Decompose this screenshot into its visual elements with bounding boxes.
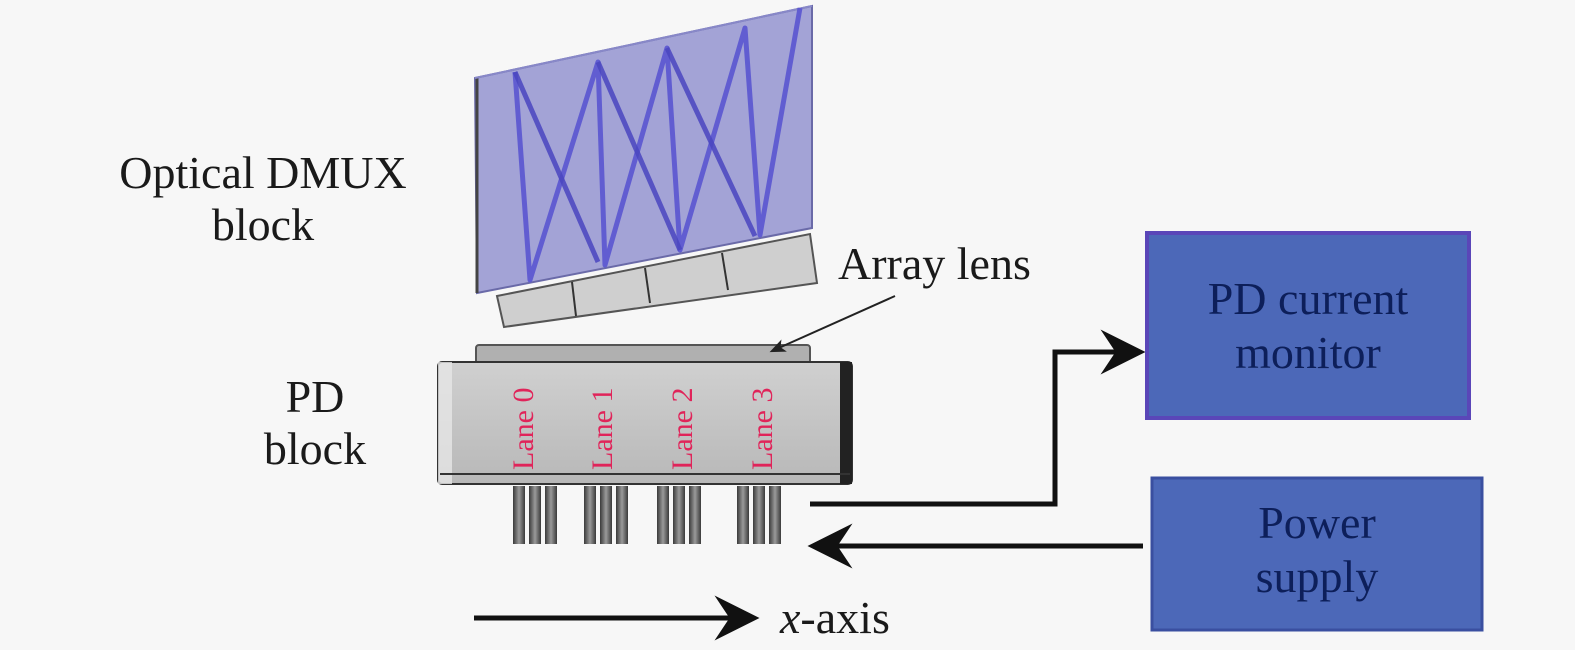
monitor-line1: PD current <box>1207 273 1409 324</box>
pd-block: Lane 0 Lane 1 Lane 2 Lane 3 <box>437 344 853 544</box>
x-axis-suffix: -axis <box>800 592 890 643</box>
pd-pins <box>513 486 781 544</box>
array-lens-label: Array lens <box>838 238 1031 289</box>
x-axis-variable: x <box>780 592 801 643</box>
pd-label-line1: PD <box>285 371 345 422</box>
pd-label-line2: block <box>263 423 367 474</box>
power-line1: Power <box>1258 497 1376 548</box>
signal-to-monitor-arrow <box>810 329 1146 507</box>
lane-label-3: Lane 3 <box>746 388 779 470</box>
dmux-label-line1: Optical DMUX <box>119 147 407 198</box>
monitor-line2: monitor <box>1235 327 1381 378</box>
lane-label-1: Lane 1 <box>586 388 619 470</box>
power-supply-label: Power supply <box>1152 496 1482 604</box>
array-lens-pointer-arrow <box>769 295 896 353</box>
pd-current-monitor-box <box>1145 231 1471 420</box>
lane-label-0: Lane 0 <box>507 388 540 470</box>
x-axis-label: x-axis <box>780 592 980 644</box>
pd-current-monitor-label: PD current monitor <box>1147 272 1469 380</box>
dmux-label: Optical DMUX block <box>78 147 448 251</box>
optical-dmux-block <box>473 4 819 329</box>
pd-label: PD block <box>240 371 390 475</box>
power-line2: supply <box>1255 551 1379 602</box>
power-supply-box <box>1150 476 1484 632</box>
lane-label-2: Lane 2 <box>666 388 699 470</box>
dmux-label-line2: block <box>211 199 315 250</box>
